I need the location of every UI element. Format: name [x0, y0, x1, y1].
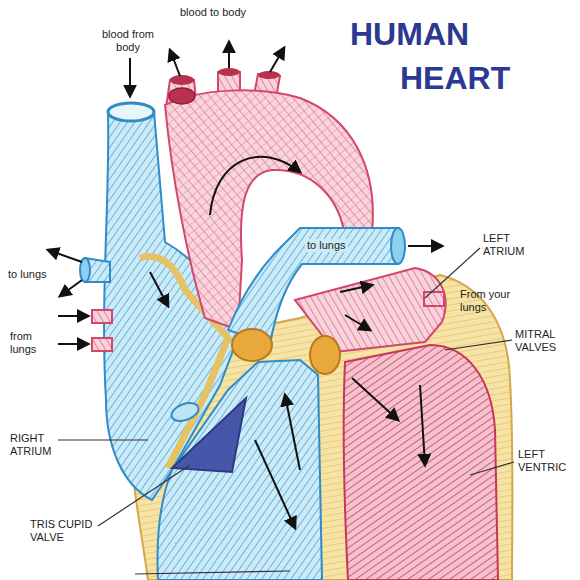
fossa-oval	[169, 400, 201, 425]
part-label: From your lungs	[460, 288, 538, 314]
leader-lines	[58, 248, 514, 574]
vena-cava-opening	[108, 103, 154, 121]
flow-arrow	[60, 280, 82, 296]
aorta-branch-opening	[258, 71, 280, 79]
pulmonary-vein	[424, 292, 444, 306]
flow-arrow	[150, 272, 168, 306]
aorta-opening	[169, 88, 195, 104]
flow-arrow	[48, 250, 82, 262]
leader-line	[470, 462, 514, 475]
pulmonary-vein	[92, 310, 112, 323]
diagram-title: HUMAN HEART	[300, 12, 540, 100]
flow-arrow	[58, 315, 88, 317]
aortic-valve	[310, 336, 340, 374]
leader-line	[58, 439, 148, 440]
pulmonary-trunk	[228, 228, 398, 345]
flow-arrow	[270, 48, 284, 72]
flow-arrow	[285, 395, 300, 470]
pulmonary-valve	[232, 329, 272, 361]
pulmonary-vein	[92, 338, 112, 351]
flow-arrow	[255, 440, 295, 528]
flow-arrow	[340, 285, 372, 292]
leader-line	[445, 340, 512, 350]
flow-arrow	[228, 42, 230, 68]
part-label: LEFT VENTRIC	[516, 448, 576, 474]
flow-arrow	[210, 157, 300, 215]
part-label: blood to body	[180, 6, 246, 19]
flow-arrow	[58, 343, 88, 345]
flow-arrows	[48, 42, 442, 528]
flow-arrow	[420, 385, 425, 465]
pulmonary-trunk-opening	[391, 228, 405, 264]
flow-arrow	[345, 315, 370, 330]
flow-arrow	[170, 50, 180, 76]
aorta-branch-opening	[170, 75, 194, 85]
part-label: to lungs	[8, 268, 48, 281]
flow-arrow	[408, 245, 442, 247]
part-label: RIGHT ATRIUM	[10, 432, 66, 458]
left-ventricle	[344, 345, 498, 580]
flow-arrow	[129, 58, 131, 96]
part-label: blood from body	[92, 28, 164, 54]
part-label: LEFT ATRIUM	[483, 232, 545, 258]
leader-line	[98, 465, 190, 526]
part-label: MITRAL VALVES	[515, 328, 575, 354]
part-label: TRIS CUPID VALVE	[30, 518, 102, 544]
part-label: to lungs	[305, 239, 348, 252]
flow-arrow	[352, 378, 398, 420]
part-label: from lungs	[10, 330, 50, 356]
leader-line	[135, 571, 290, 574]
aorta-branch-opening	[218, 68, 240, 76]
